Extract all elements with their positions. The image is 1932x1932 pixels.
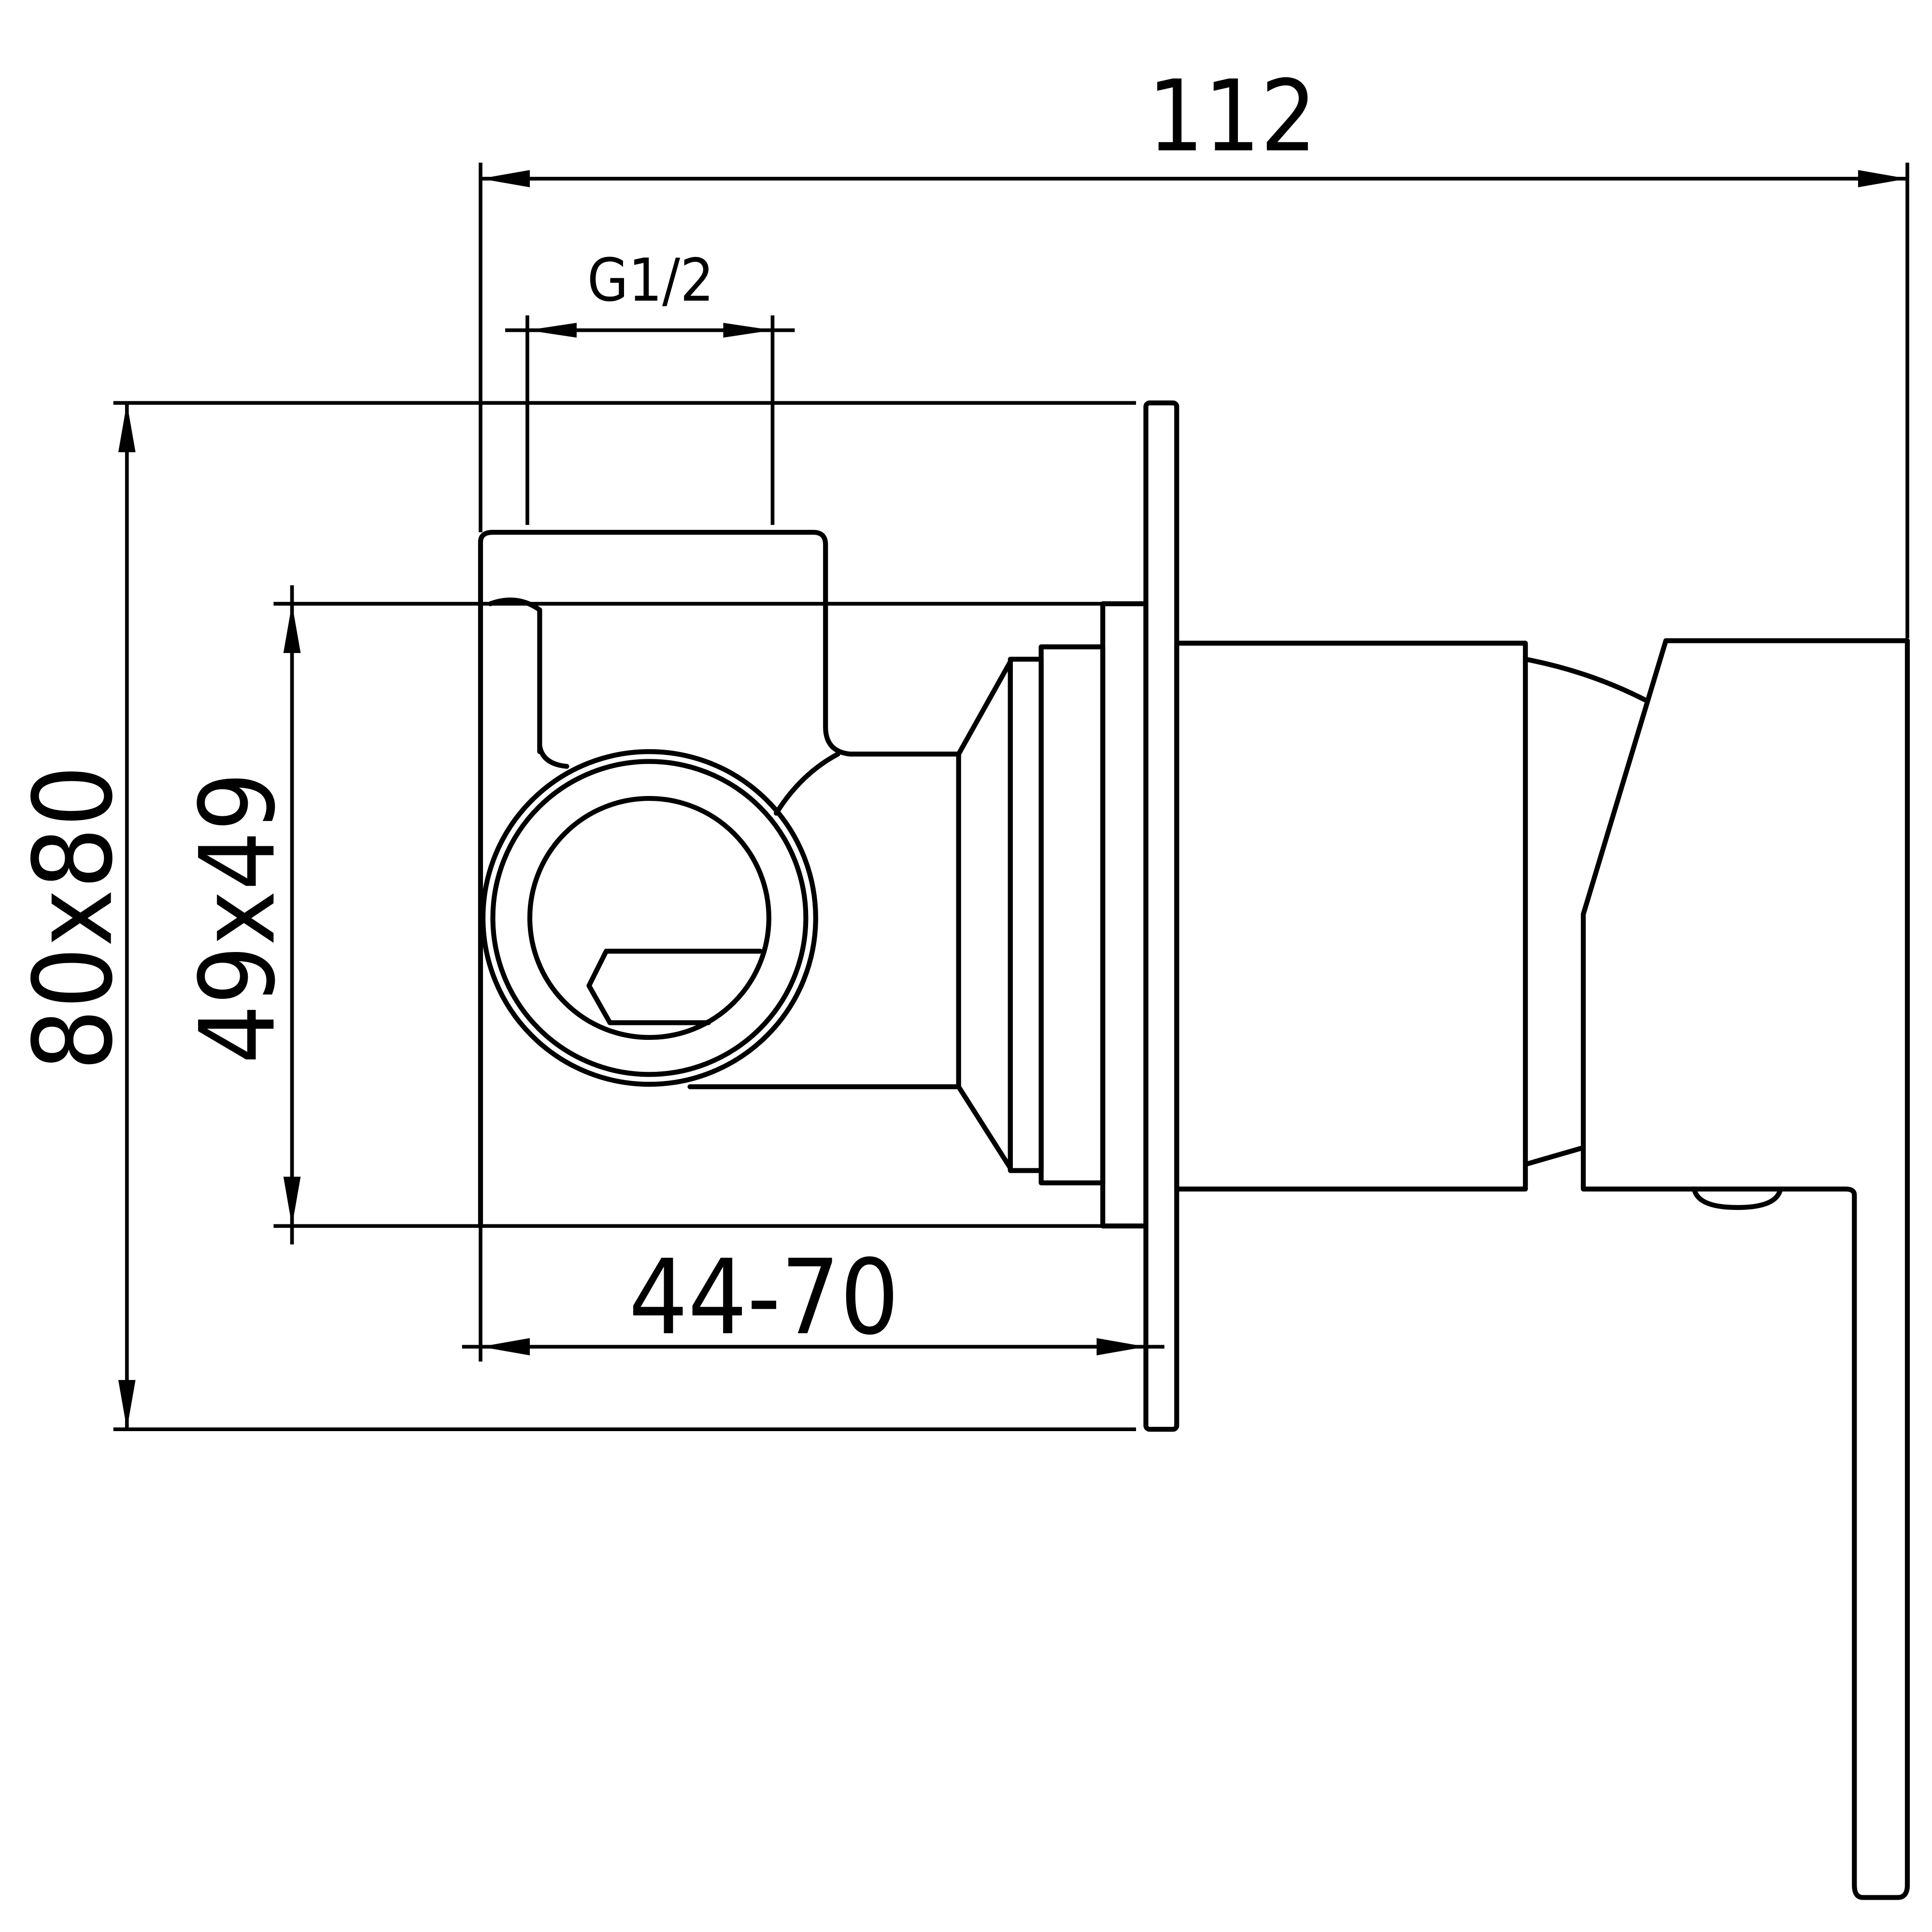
dimension-plate: 80x80 bbox=[11, 401, 1136, 1432]
dimension-body: 49x49 bbox=[177, 585, 1109, 1245]
dimension-label-80x80: 80x80 bbox=[11, 765, 137, 1071]
dimension-thread: G1/2 bbox=[505, 245, 795, 525]
cartridge bbox=[956, 601, 1149, 1229]
valve-body bbox=[478, 529, 961, 1229]
dimension-label-49x49: 49x49 bbox=[177, 772, 298, 1064]
dimension-label-thread: G1/2 bbox=[587, 245, 714, 314]
dimension-wall-depth: 44-70 bbox=[462, 1226, 1165, 1362]
dimension-label-44-70: 44-70 bbox=[629, 1237, 899, 1358]
dimension-overall-depth: 112 bbox=[479, 59, 1909, 639]
dimension-label-112: 112 bbox=[1148, 59, 1317, 174]
handle-body bbox=[1174, 638, 1910, 1900]
wall-plate bbox=[1143, 400, 1179, 1432]
